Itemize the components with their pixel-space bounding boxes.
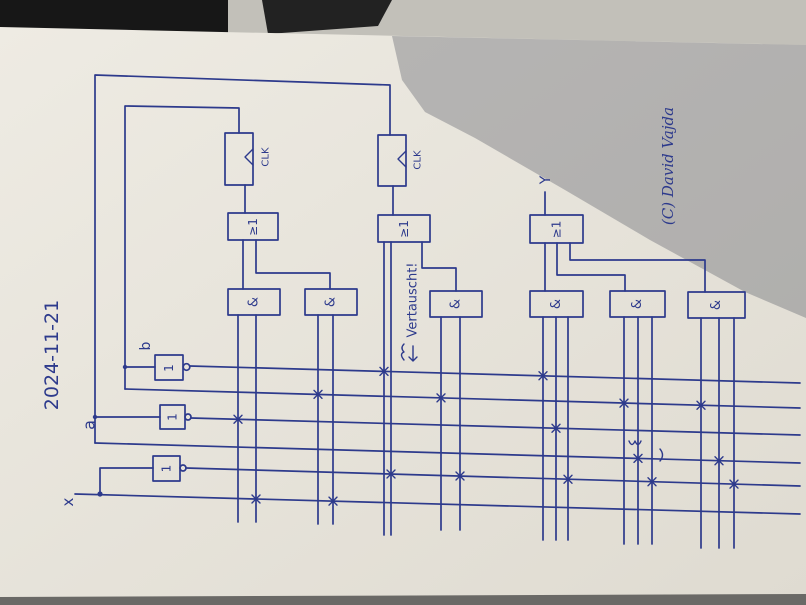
input-x-label: x (59, 497, 77, 506)
flip-flop-box (224, 132, 254, 186)
date-label: 2024-11-21 (41, 300, 63, 410)
and-gate-box (227, 288, 281, 316)
inverter-a: 1 (159, 404, 192, 430)
signal-bus (74, 365, 801, 515)
dark-device (262, 0, 392, 34)
inverter-symbol: 1 (166, 413, 180, 421)
crossing-mark (251, 494, 261, 504)
and-gate-6: & (687, 291, 746, 549)
crossing-mark (633, 453, 643, 464)
margin-scribble (628, 440, 664, 462)
inverter-x-input-wire (99, 467, 154, 495)
and-gate-symbol: & (630, 299, 645, 309)
note-brace-arrow (400, 343, 418, 362)
paper-sheet (0, 27, 806, 597)
crossing-mark (233, 414, 243, 424)
flip-flop-box (377, 134, 407, 187)
junction-dot (92, 414, 98, 420)
or3-input-wire (569, 242, 706, 293)
clock-triangle-icon (397, 150, 407, 168)
crossing-mark (619, 398, 629, 408)
crossing-mark (647, 477, 657, 487)
inverter-symbol: 1 (162, 364, 176, 372)
inverter-bubble (179, 464, 187, 472)
and-gate-box (687, 291, 746, 319)
or-gate-2: ≥1 (377, 214, 431, 243)
inverter-bubble (182, 362, 191, 372)
crossing-mark (455, 471, 465, 481)
and-gate-symbol: & (549, 299, 564, 309)
bus-line-a (94, 442, 801, 464)
feedback-wire-a (94, 74, 391, 444)
or-gate-symbol: ≥1 (246, 218, 260, 236)
copyright-label: (C) David Vajda (659, 107, 677, 225)
crossing-mark (313, 389, 323, 400)
and-gate-2: & (304, 288, 358, 525)
crossing-mark (379, 366, 389, 377)
inverter-b: 1 (154, 354, 191, 381)
or-gate-box (227, 212, 279, 241)
crossing-mark (714, 456, 724, 466)
inverter-symbol: 1 (160, 465, 174, 473)
crossing-mark (696, 400, 706, 410)
connection-marks (233, 366, 739, 506)
or-gate-box (377, 214, 431, 243)
or1-input-wire (255, 239, 331, 290)
flip-flop-b: CLK (224, 132, 272, 186)
crossing-mark (328, 496, 338, 506)
paper-shadow (392, 36, 806, 318)
bus-line-b-not (189, 365, 801, 384)
clock-triangle-icon (244, 148, 254, 166)
and-gate-box (429, 290, 483, 318)
inverter-bubble (184, 413, 192, 421)
and-gate-symbol: & (449, 299, 464, 309)
or-gate-symbol: ≥1 (397, 220, 411, 238)
and-gate-3: & (429, 290, 483, 531)
crossing-mark (386, 469, 396, 479)
inverter-x: 1 (152, 455, 187, 482)
or-gate-1: ≥1 (227, 212, 279, 241)
bus-line-a-not (190, 417, 801, 436)
crossing-mark (729, 479, 739, 489)
and-gate-5: & (609, 290, 666, 545)
flip-flop-a: CLK (377, 134, 424, 187)
and-gate-symbol: & (324, 297, 339, 307)
or3-input-wire (556, 242, 626, 292)
crossing-mark (563, 474, 573, 484)
state-b-label: b (138, 341, 154, 350)
bus-line-x (74, 493, 801, 515)
and-gate-box (304, 288, 358, 316)
state-a-label: a (80, 420, 99, 430)
crossing-mark (551, 423, 561, 433)
and-gate-symbol: & (247, 297, 262, 307)
junction-dot (97, 491, 103, 497)
clock-label: CLK (261, 147, 272, 167)
output-y-label: Y (538, 175, 554, 185)
crossing-mark (538, 371, 548, 381)
feedback-wire-b (124, 105, 240, 390)
or-gate-symbol: ≥1 (550, 221, 564, 239)
and-gate-symbol: & (709, 300, 724, 310)
clock-label: CLK (413, 150, 424, 170)
junction-dot (122, 364, 128, 370)
swapped-note: Vertauscht! (406, 263, 421, 338)
crossing-mark (436, 393, 446, 403)
or2-input-wire (421, 241, 457, 292)
bus-line-x-not (185, 467, 801, 487)
